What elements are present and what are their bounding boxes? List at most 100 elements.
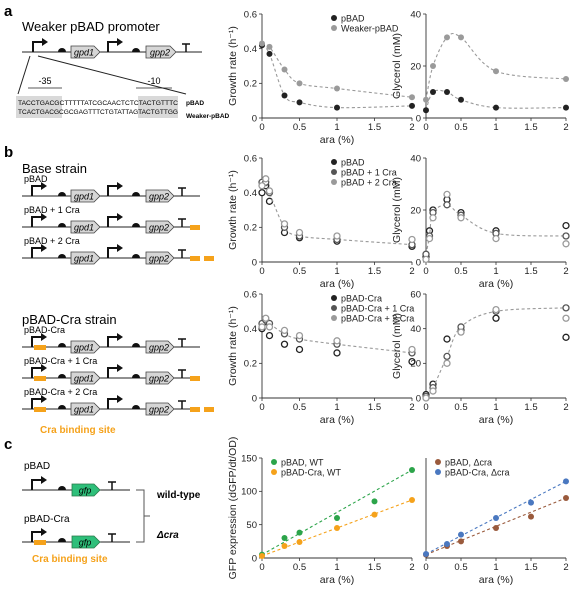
- x-tick-label: 2: [409, 402, 414, 413]
- y-tick-label: 20: [410, 61, 421, 72]
- fit-line: [425, 307, 567, 397]
- construct-label: pBAD + 2 Cra: [24, 236, 80, 246]
- data-point: [280, 326, 289, 335]
- legend-marker: [331, 159, 337, 165]
- gene-label-gpp2: gpp2: [149, 374, 169, 384]
- gene-label-gfp: gfp: [79, 538, 92, 548]
- promoter-arrow-icon: [107, 398, 117, 409]
- data-point: [423, 551, 429, 557]
- gene-box-gpp2: [145, 251, 175, 265]
- x-tick-label: 1: [334, 122, 339, 133]
- data-point: [457, 328, 465, 336]
- gene-label-gpd1: gpd1: [74, 223, 94, 233]
- legend-marker: [331, 305, 337, 311]
- gene-label-gpd1: gpd1: [74, 254, 94, 264]
- data-point: [409, 497, 415, 503]
- cra-binding-site-icon: [204, 407, 214, 412]
- promoter-arrowhead-icon: [117, 182, 123, 190]
- data-point: [409, 102, 415, 109]
- data-point: [334, 104, 340, 111]
- data-point: [408, 235, 416, 244]
- cra-strain-title: pBAD-Cra strain: [22, 312, 117, 327]
- cra-binding-site-icon: [190, 376, 200, 381]
- data-point: [333, 337, 341, 345]
- cra-binding-site-icon: [34, 407, 46, 412]
- construct-label: pBAD-Cra + 2 Cra: [24, 387, 97, 397]
- x-tick-label: 0: [423, 402, 428, 413]
- delta-cra-label: Δcra: [156, 530, 179, 541]
- construct-label-pbad-cra: pBAD-Cra: [24, 514, 70, 525]
- y-tick-label: 0: [416, 257, 421, 268]
- cra-binding-site-label: Cra binding site: [40, 425, 116, 436]
- base-strain-title: Base strain: [22, 161, 87, 176]
- data-point: [528, 513, 534, 520]
- data-point: [280, 220, 289, 228]
- legend-marker: [331, 25, 337, 31]
- gene-label-gpd1: gpd1: [74, 374, 94, 384]
- y-tick-label: 0.4: [244, 188, 257, 199]
- promoter-arrow-icon: [107, 367, 117, 378]
- data-point: [562, 221, 570, 230]
- legend-marker: [271, 459, 277, 465]
- data-point: [296, 539, 303, 545]
- data-point: [281, 66, 288, 73]
- y-tick-label: 40: [410, 324, 421, 335]
- x-tick-label: 2: [409, 562, 414, 573]
- data-point: [458, 531, 464, 538]
- data-point: [457, 214, 465, 222]
- data-point: [562, 232, 570, 240]
- data-point: [443, 352, 451, 361]
- x-tick-label: 0.5: [293, 266, 306, 277]
- rbs-icon: [58, 343, 66, 347]
- promoter-arrow-icon: [107, 247, 117, 258]
- legend-label: pBAD, WT: [281, 457, 324, 467]
- data-point: [295, 331, 304, 340]
- y-tick-label: 40: [410, 9, 421, 20]
- x-tick-label: 0: [259, 266, 264, 277]
- y-tick-label: 0.4: [244, 324, 257, 335]
- terminator-icon: [108, 533, 116, 542]
- fit-line: [261, 44, 413, 109]
- strain-bracket: [136, 489, 150, 543]
- cra-binding-site-icon: [34, 540, 46, 545]
- y-tick-label: 0.6: [244, 153, 257, 164]
- data-point: [425, 234, 434, 243]
- data-point: [265, 331, 274, 340]
- legend-marker: [435, 459, 441, 465]
- legend-marker: [331, 295, 337, 301]
- gene-box-gpp2: [145, 340, 175, 354]
- legend-label: pBAD + 1 Cra: [341, 167, 397, 177]
- y-tick-label: 0: [252, 553, 257, 564]
- x-tick-label: 1.5: [368, 402, 381, 413]
- data-point: [296, 80, 303, 87]
- data-point: [265, 323, 274, 331]
- data-point: [493, 525, 499, 531]
- promoter-arrow-icon: [31, 247, 41, 258]
- promoter-arrowhead-icon: [117, 244, 123, 252]
- cra-binding-site-icon: [34, 376, 46, 381]
- panel-label-c: c: [4, 436, 12, 453]
- rbs-icon: [132, 48, 140, 52]
- legend-label: pBAD-Cra + 1 Cra: [341, 303, 414, 313]
- promoter-arrow-icon: [31, 185, 41, 196]
- promoter-arrowhead-icon: [117, 333, 123, 341]
- data-point: [409, 467, 415, 473]
- x-tick-label: 0: [423, 562, 428, 573]
- rbs-icon: [58, 405, 66, 409]
- gene-label-gpd1: gpd1: [74, 48, 94, 58]
- y-axis-label: Growth rate (h⁻¹): [227, 170, 239, 250]
- rbs-icon: [58, 254, 66, 258]
- data-point: [422, 394, 430, 402]
- data-point: [281, 92, 288, 99]
- x-tick-label: 2: [563, 402, 568, 413]
- fit-line: [261, 499, 413, 557]
- data-point: [258, 323, 266, 331]
- rbs-icon: [132, 374, 140, 378]
- x-tick-label: 1: [493, 562, 498, 573]
